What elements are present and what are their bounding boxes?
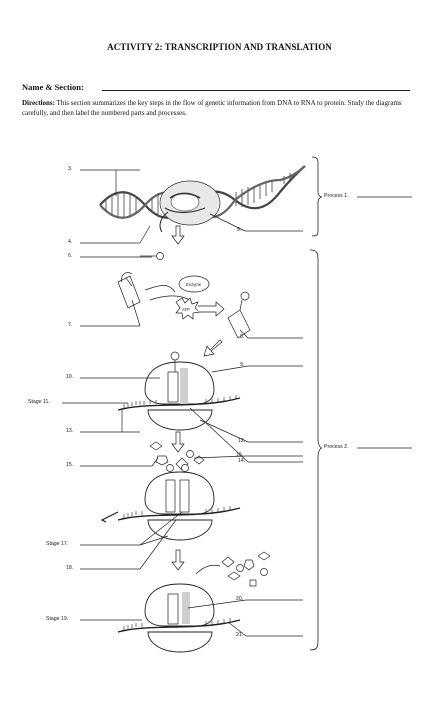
enzyme-label: Enzyme [186, 282, 202, 287]
label-5: 5. [237, 227, 241, 233]
label-stage-19: Stage 19. [46, 616, 68, 622]
label-stage-17: Stage 17. [46, 541, 68, 547]
polypeptide-chain [221, 551, 271, 587]
name-section-label: Name & Section: [22, 82, 84, 92]
directions-paragraph: Directions: This section summarizes the … [22, 98, 417, 118]
arrow-right-icon [198, 301, 225, 317]
label-15: 15. [66, 462, 73, 468]
mrna-emerging [159, 211, 169, 233]
directions-text: This section summarizes the key steps in… [22, 99, 402, 117]
mrna-strand-3 [117, 618, 241, 633]
worksheet-title: ACTIVITY 2: TRANSCRIPTION AND TRANSLATIO… [107, 42, 332, 52]
amino-acid [140, 252, 164, 260]
arrow-down-icon [171, 225, 185, 245]
label-16: 16. [236, 452, 243, 458]
rna-polymerase [159, 180, 221, 226]
label-3: 3. [68, 166, 72, 172]
label-process-2: Process 2. [324, 444, 349, 450]
process-2-bracket [309, 249, 323, 651]
arrow-diag-icon [203, 339, 223, 357]
label-10: 10. [66, 374, 73, 380]
trna-charged [227, 291, 251, 339]
label-14: 14. [238, 458, 245, 464]
label-9: 9. [240, 362, 244, 368]
ribosome-2 [144, 464, 215, 541]
trna-uncharged [117, 272, 141, 309]
arrow-curve-icon [195, 564, 221, 575]
arrow-down-icon [171, 549, 185, 571]
label-20: 20. [236, 596, 243, 602]
arrow-left-icon [100, 511, 119, 523]
label-12: 12. [238, 438, 245, 444]
label-7: 7. [68, 322, 72, 328]
ribosome-3 [144, 583, 215, 653]
mrna-strand-2 [117, 506, 241, 521]
mrna-strand-1 [117, 395, 241, 411]
label-13: 13. [66, 428, 73, 434]
ribosome-1 [144, 351, 215, 431]
label-21: 21. [236, 632, 243, 638]
atp-label: ATP [182, 307, 190, 312]
process-1-bracket [311, 156, 323, 237]
atp-burst-icon: ATP [175, 297, 201, 320]
name-section-field[interactable] [102, 90, 410, 91]
label-6: 6. [68, 253, 72, 259]
converging-arrows [144, 285, 191, 301]
label-process-1: Process 1. [324, 193, 349, 199]
label-8: 8. [240, 334, 244, 340]
enzyme: Enzyme [178, 275, 210, 293]
answer-blank-lines [62, 169, 412, 637]
label-stage-11: Stage 11. [28, 399, 50, 405]
arrow-down-icon [171, 431, 185, 453]
directions-label: Directions: [22, 99, 55, 107]
label-18: 18. [66, 565, 73, 571]
label-4: 4. [68, 239, 72, 245]
